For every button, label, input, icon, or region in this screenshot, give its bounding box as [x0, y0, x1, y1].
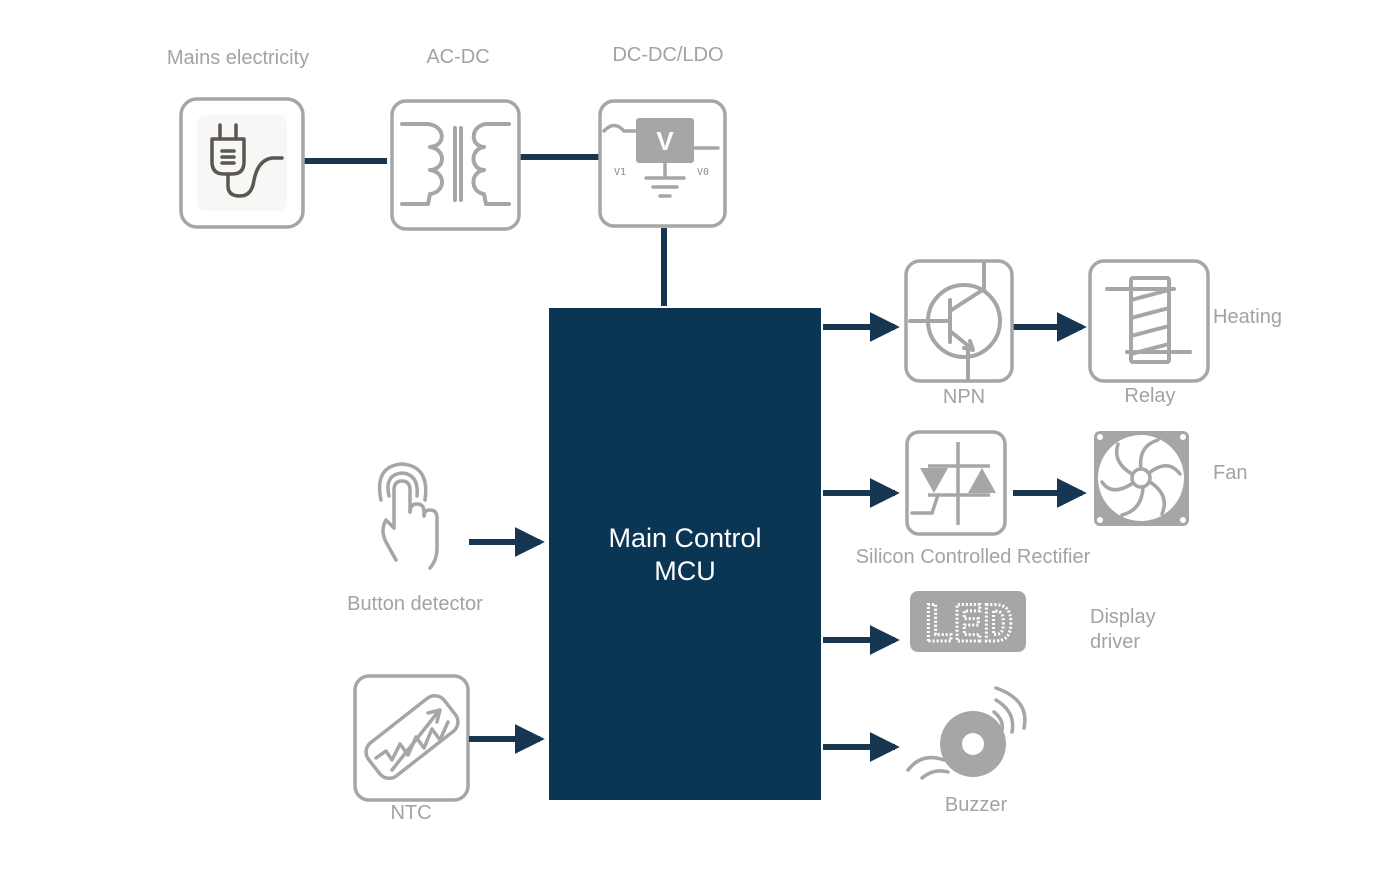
buzzer-block: Buzzer: [906, 686, 1027, 816]
acdc-label: AC-DC: [426, 46, 489, 68]
mcu-label-line1: Main Control: [608, 523, 761, 553]
led-matrix-text: LED: [923, 595, 1013, 653]
dcdc-label: DC-DC/LDO: [612, 44, 723, 66]
fan-blades-icon: [1100, 438, 1182, 517]
mains-label: Mains electricity: [167, 47, 309, 69]
relay-coil-icon: [1105, 276, 1192, 364]
buzzer-icon: [906, 686, 1027, 780]
scr-label: Silicon Controlled Rectifier: [856, 546, 1091, 568]
fan-block: [1094, 431, 1189, 526]
display-driver-label-line2: driver: [1090, 631, 1140, 653]
display-driver-label-line1: Display: [1090, 606, 1156, 628]
dcdc-output-label: V0: [697, 167, 709, 178]
power-plug-icon: [210, 123, 284, 198]
mcu-block: Main Control MCU: [549, 308, 821, 800]
dcdc-block: V V1 V0: [598, 99, 727, 228]
buzzer-label: Buzzer: [945, 794, 1008, 816]
mains-block: [179, 97, 305, 229]
acdc-block: [390, 99, 521, 231]
led-display-block: LED: [910, 591, 1026, 655]
ntc-label: NTC: [390, 802, 431, 824]
dcdc-symbol: V: [656, 126, 674, 156]
heating-label: Heating: [1213, 306, 1282, 328]
npn-block: NPN: [904, 259, 1014, 408]
mcu-label-line2: MCU: [654, 556, 716, 586]
npn-label: NPN: [943, 386, 985, 408]
thermistor-icon: [364, 693, 460, 781]
fan-label: Fan: [1213, 462, 1247, 484]
npn-transistor-icon: [908, 262, 1002, 380]
relay-label: Relay: [1124, 385, 1175, 407]
dcdc-input-label: V1: [614, 167, 626, 178]
touch-finger-icon: [377, 462, 439, 570]
relay-block: Relay: [1088, 259, 1210, 407]
ntc-block: NTC: [353, 674, 470, 824]
scr-block: Silicon Controlled Rectifier: [856, 430, 1091, 568]
button-detector-block: Button detector: [347, 462, 483, 615]
triac-icon: [910, 442, 996, 525]
button-detector-label: Button detector: [347, 593, 483, 615]
voltage-regulator-icon: [602, 118, 720, 198]
transformer-icon: [400, 122, 511, 206]
